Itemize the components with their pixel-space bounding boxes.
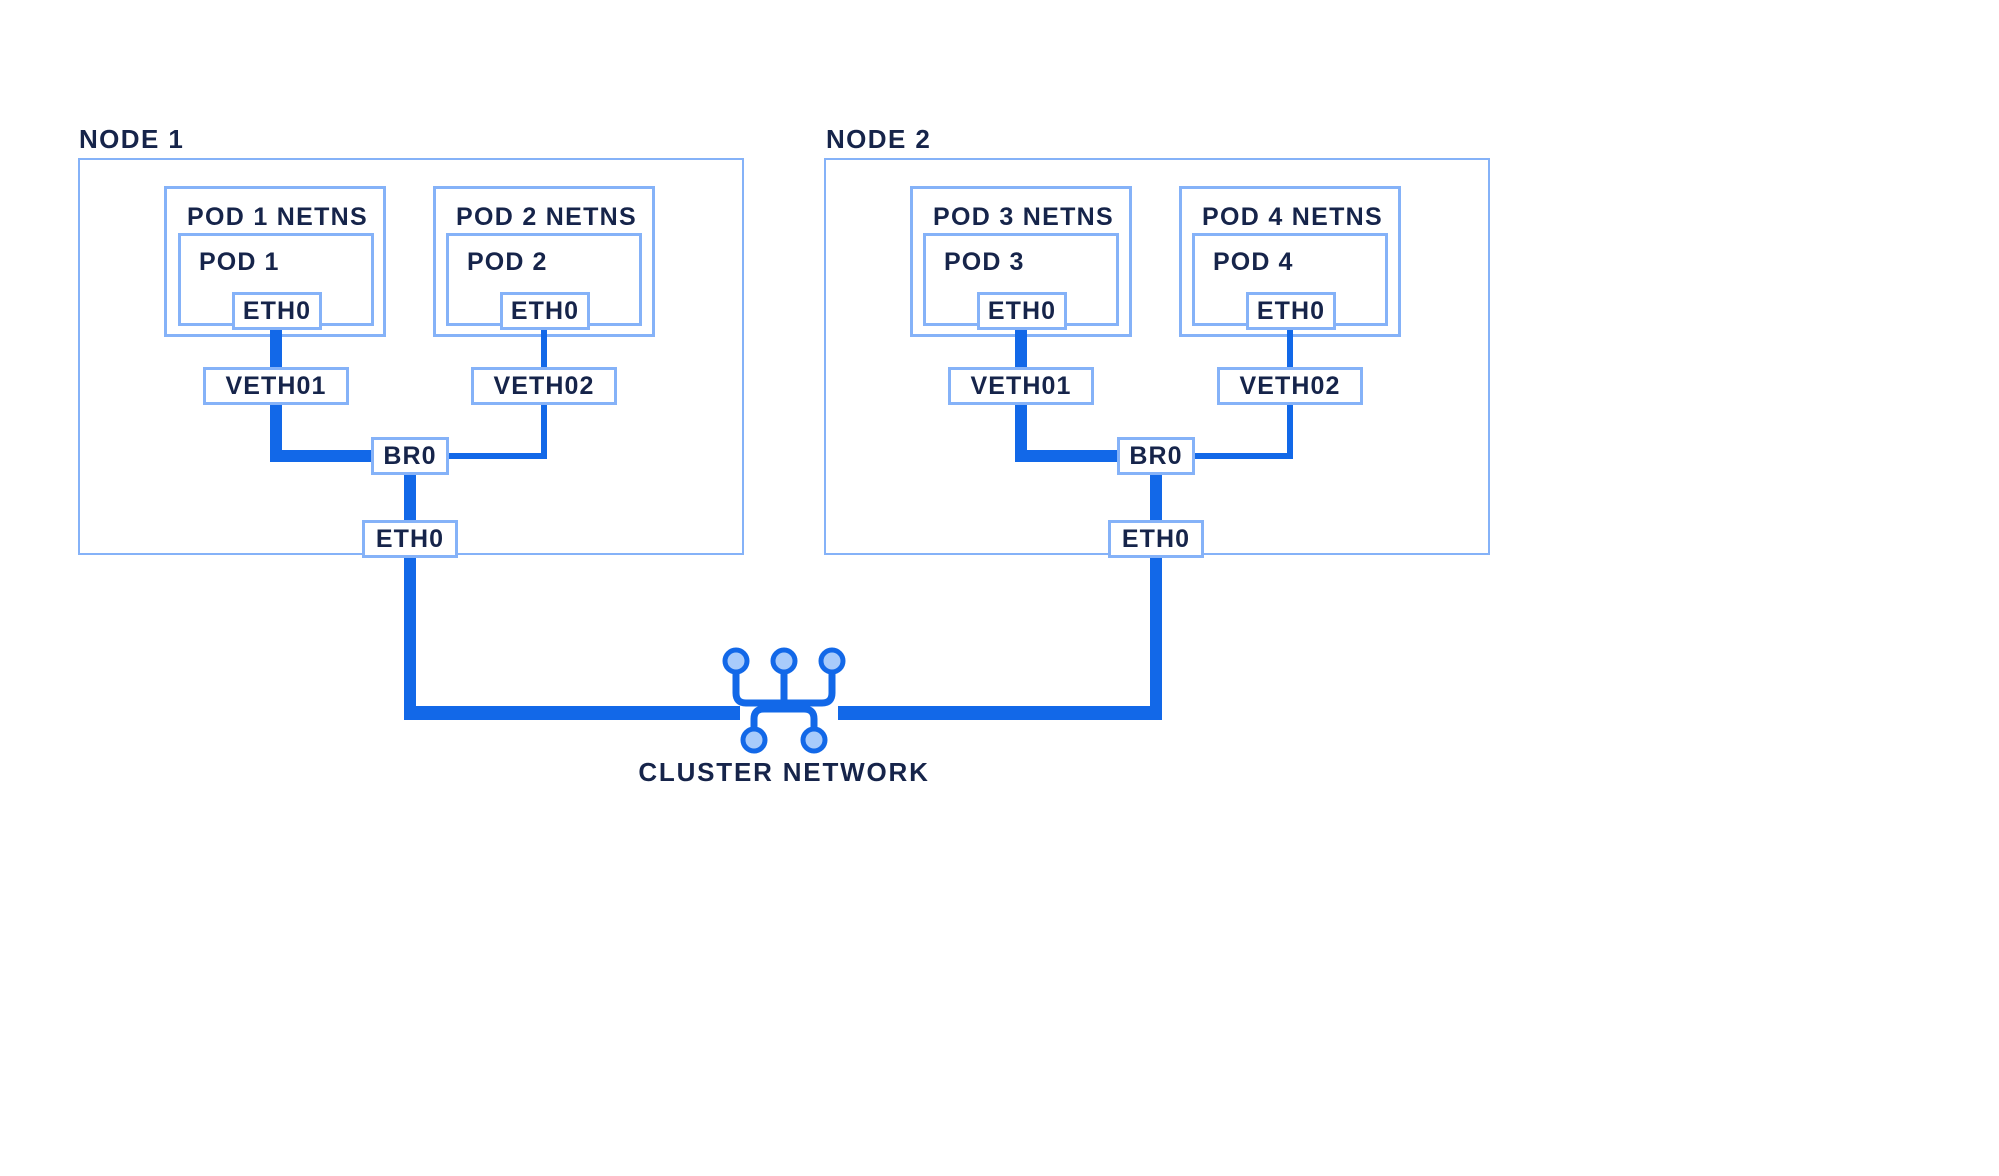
wire-veth01-to-br0-node2 (1015, 450, 1125, 462)
wire-veth02-down-node1 (541, 403, 547, 459)
wire-pod2-eth0-to-veth02 (541, 326, 547, 388)
wire-node2-to-cluster (838, 706, 1162, 720)
pod-1-label: POD 1 (199, 248, 280, 276)
wire-br0-to-eth0-node2 (1150, 473, 1162, 521)
wire-veth02-to-br0-node2 (1187, 453, 1293, 459)
pod-4-label: POD 4 (1213, 248, 1294, 276)
wire-node1-to-cluster (404, 706, 740, 720)
wire-veth01-down-node1 (270, 403, 282, 462)
node-1-label: NODE 1 (79, 124, 185, 154)
pod-2-veth02-box: VETH02 (471, 367, 617, 405)
cluster-network-label: CLUSTER NETWORK (638, 757, 930, 787)
pod-4-netns-label: POD 4 NETNS (1202, 203, 1383, 231)
pod-1-netns-label: POD 1 NETNS (187, 203, 368, 231)
pod-2-netns-box: POD 2 NETNS (433, 186, 655, 337)
node-2-br0-box: BR0 (1117, 437, 1195, 475)
pod-4-eth0-box: ETH0 (1246, 292, 1336, 330)
pod-2-label: POD 2 (467, 248, 548, 276)
pod-3-veth01-box: VETH01 (948, 367, 1094, 405)
node-2-label: NODE 2 (826, 124, 932, 154)
pod-2-box: POD 2 (446, 233, 642, 326)
pod-3-label: POD 3 (944, 248, 1025, 276)
pod-2-netns-label: POD 2 NETNS (456, 203, 637, 231)
pod-4-veth02-box: VETH02 (1217, 367, 1363, 405)
wire-veth01-to-br0-node1 (270, 450, 380, 462)
wire-veth01-down-node2 (1015, 403, 1027, 462)
pod-3-netns-label: POD 3 NETNS (933, 203, 1114, 231)
wire-br0-to-eth0-node1 (404, 473, 416, 521)
wire-node2-eth0-down (1150, 556, 1162, 712)
node-1-eth0-box: ETH0 (362, 520, 458, 558)
wire-pod4-eth0-to-veth02 (1287, 326, 1293, 388)
pod-1-veth01-box: VETH01 (203, 367, 349, 405)
node-1-br0-box: BR0 (371, 437, 449, 475)
node-2-eth0-box: ETH0 (1108, 520, 1204, 558)
pod-2-eth0-box: ETH0 (500, 292, 590, 330)
wire-node1-eth0-down (404, 556, 416, 712)
pod-1-eth0-box: ETH0 (232, 292, 322, 330)
wire-veth02-down-node2 (1287, 403, 1293, 459)
cluster-network-icon (712, 645, 856, 755)
pod-3-eth0-box: ETH0 (977, 292, 1067, 330)
wire-veth02-to-br0-node1 (441, 453, 547, 459)
